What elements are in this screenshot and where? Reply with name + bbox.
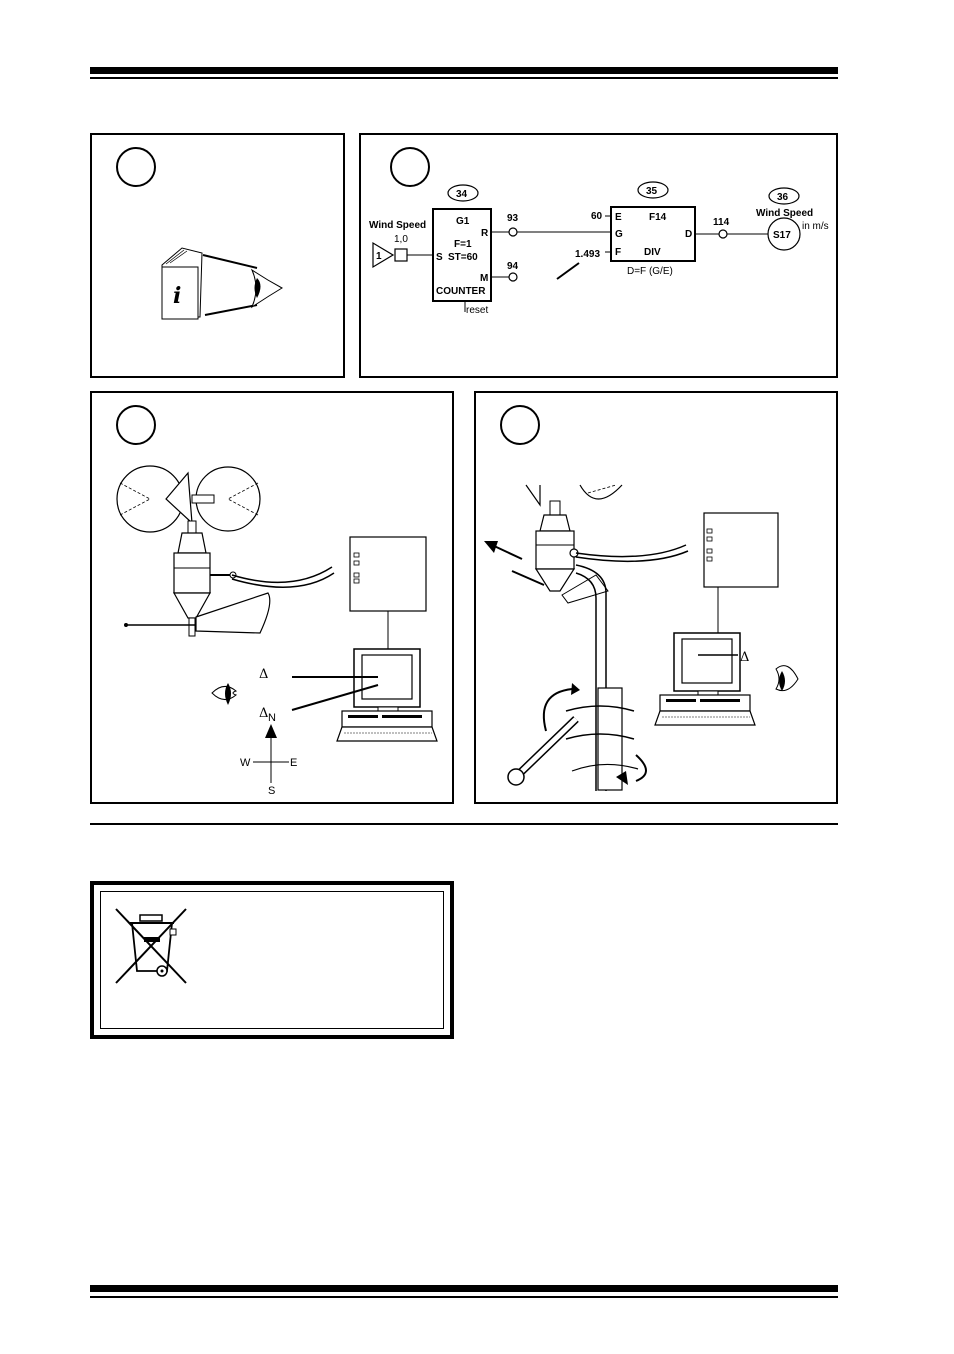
crossed-bin-icon [115, 908, 187, 984]
header-rule-thick [90, 67, 838, 74]
counter-type: COUNTER [436, 286, 486, 297]
computer-icon [336, 648, 438, 742]
manual-illustration: i [161, 247, 284, 320]
footer-rule-thick [90, 1285, 838, 1292]
divider-const-f: 1.493 [575, 249, 600, 260]
input-name: Wind Speed [369, 220, 426, 231]
disposal-notice-box [90, 881, 454, 1039]
divider-number: 35 [646, 186, 658, 197]
delta-top: Δ [259, 667, 268, 682]
counter-param-st: ST=60 [448, 252, 478, 263]
divider-type: DIV [644, 247, 661, 258]
compass-north: N [268, 712, 276, 724]
port-s: S [436, 252, 443, 263]
counter-out-r: 93 [507, 213, 519, 224]
output-channel: S17 [773, 230, 791, 241]
counter-param-f: F=1 [454, 239, 472, 250]
scale-box [394, 248, 408, 262]
divider-out-d: 114 [713, 217, 730, 228]
mast-mounting-illustration: Δ [484, 484, 799, 791]
eye-icon [775, 665, 799, 692]
panel-function-blocks: Wind Speed 1,0 1 34 G1 F=1 ST=60 S R M C… [359, 133, 838, 378]
divider-const-e: 60 [591, 211, 603, 222]
divider-name: F14 [649, 212, 667, 223]
divider-formula: D=F (G/E) [627, 266, 673, 277]
compass-rose: N S E W [240, 712, 297, 797]
counter-name: G1 [456, 216, 470, 227]
step-circle [500, 405, 540, 445]
output-number: 36 [777, 192, 789, 203]
input-triangle [372, 241, 395, 269]
anemometer-illustration: Δ Δ N S E W [116, 465, 438, 797]
logger-box [703, 512, 779, 588]
function-block-diagram: Wind Speed 1,0 1 34 G1 F=1 ST=60 S R M C… [369, 181, 829, 316]
counter-number: 34 [456, 189, 468, 200]
delta-bottom: Δ [259, 706, 268, 721]
header-rule-thin [90, 77, 838, 79]
panel-anemometer-alignment: Δ Δ N S E W [90, 391, 454, 804]
computer-icon [654, 632, 756, 726]
panel-read-manual: i [90, 133, 345, 378]
output-name: Wind Speed [756, 208, 813, 219]
counter-out-m: 94 [507, 261, 519, 272]
port-e: E [615, 212, 622, 223]
compass-west: W [240, 757, 251, 769]
eye-icon [250, 268, 284, 309]
compass-east: E [290, 757, 297, 769]
step-circle [116, 405, 156, 445]
reset-label: reset [466, 305, 488, 316]
port-g: G [615, 229, 623, 240]
port-f: F [615, 247, 621, 258]
panel-mast-mounting: Δ [474, 391, 838, 804]
section-rule [90, 823, 838, 825]
eye-icon [211, 683, 238, 705]
port-d: D [685, 229, 692, 240]
output-circle [767, 217, 801, 251]
step-circle [116, 147, 156, 187]
port-m: M [480, 273, 488, 284]
step-circle [390, 147, 430, 187]
input-scale: 1,0 [394, 234, 408, 245]
input-channel: 1 [376, 251, 382, 262]
compass-south: S [268, 785, 275, 797]
port-r: R [481, 228, 489, 239]
manual-book-icon: i [161, 247, 203, 320]
info-icon: i [173, 283, 181, 309]
wrench-icon [507, 716, 579, 786]
delta-symbol: Δ [740, 650, 749, 665]
counter-block [432, 208, 492, 302]
footer-rule-thin [90, 1296, 838, 1298]
logger-box [349, 536, 427, 612]
output-unit: in m/s [802, 221, 829, 232]
